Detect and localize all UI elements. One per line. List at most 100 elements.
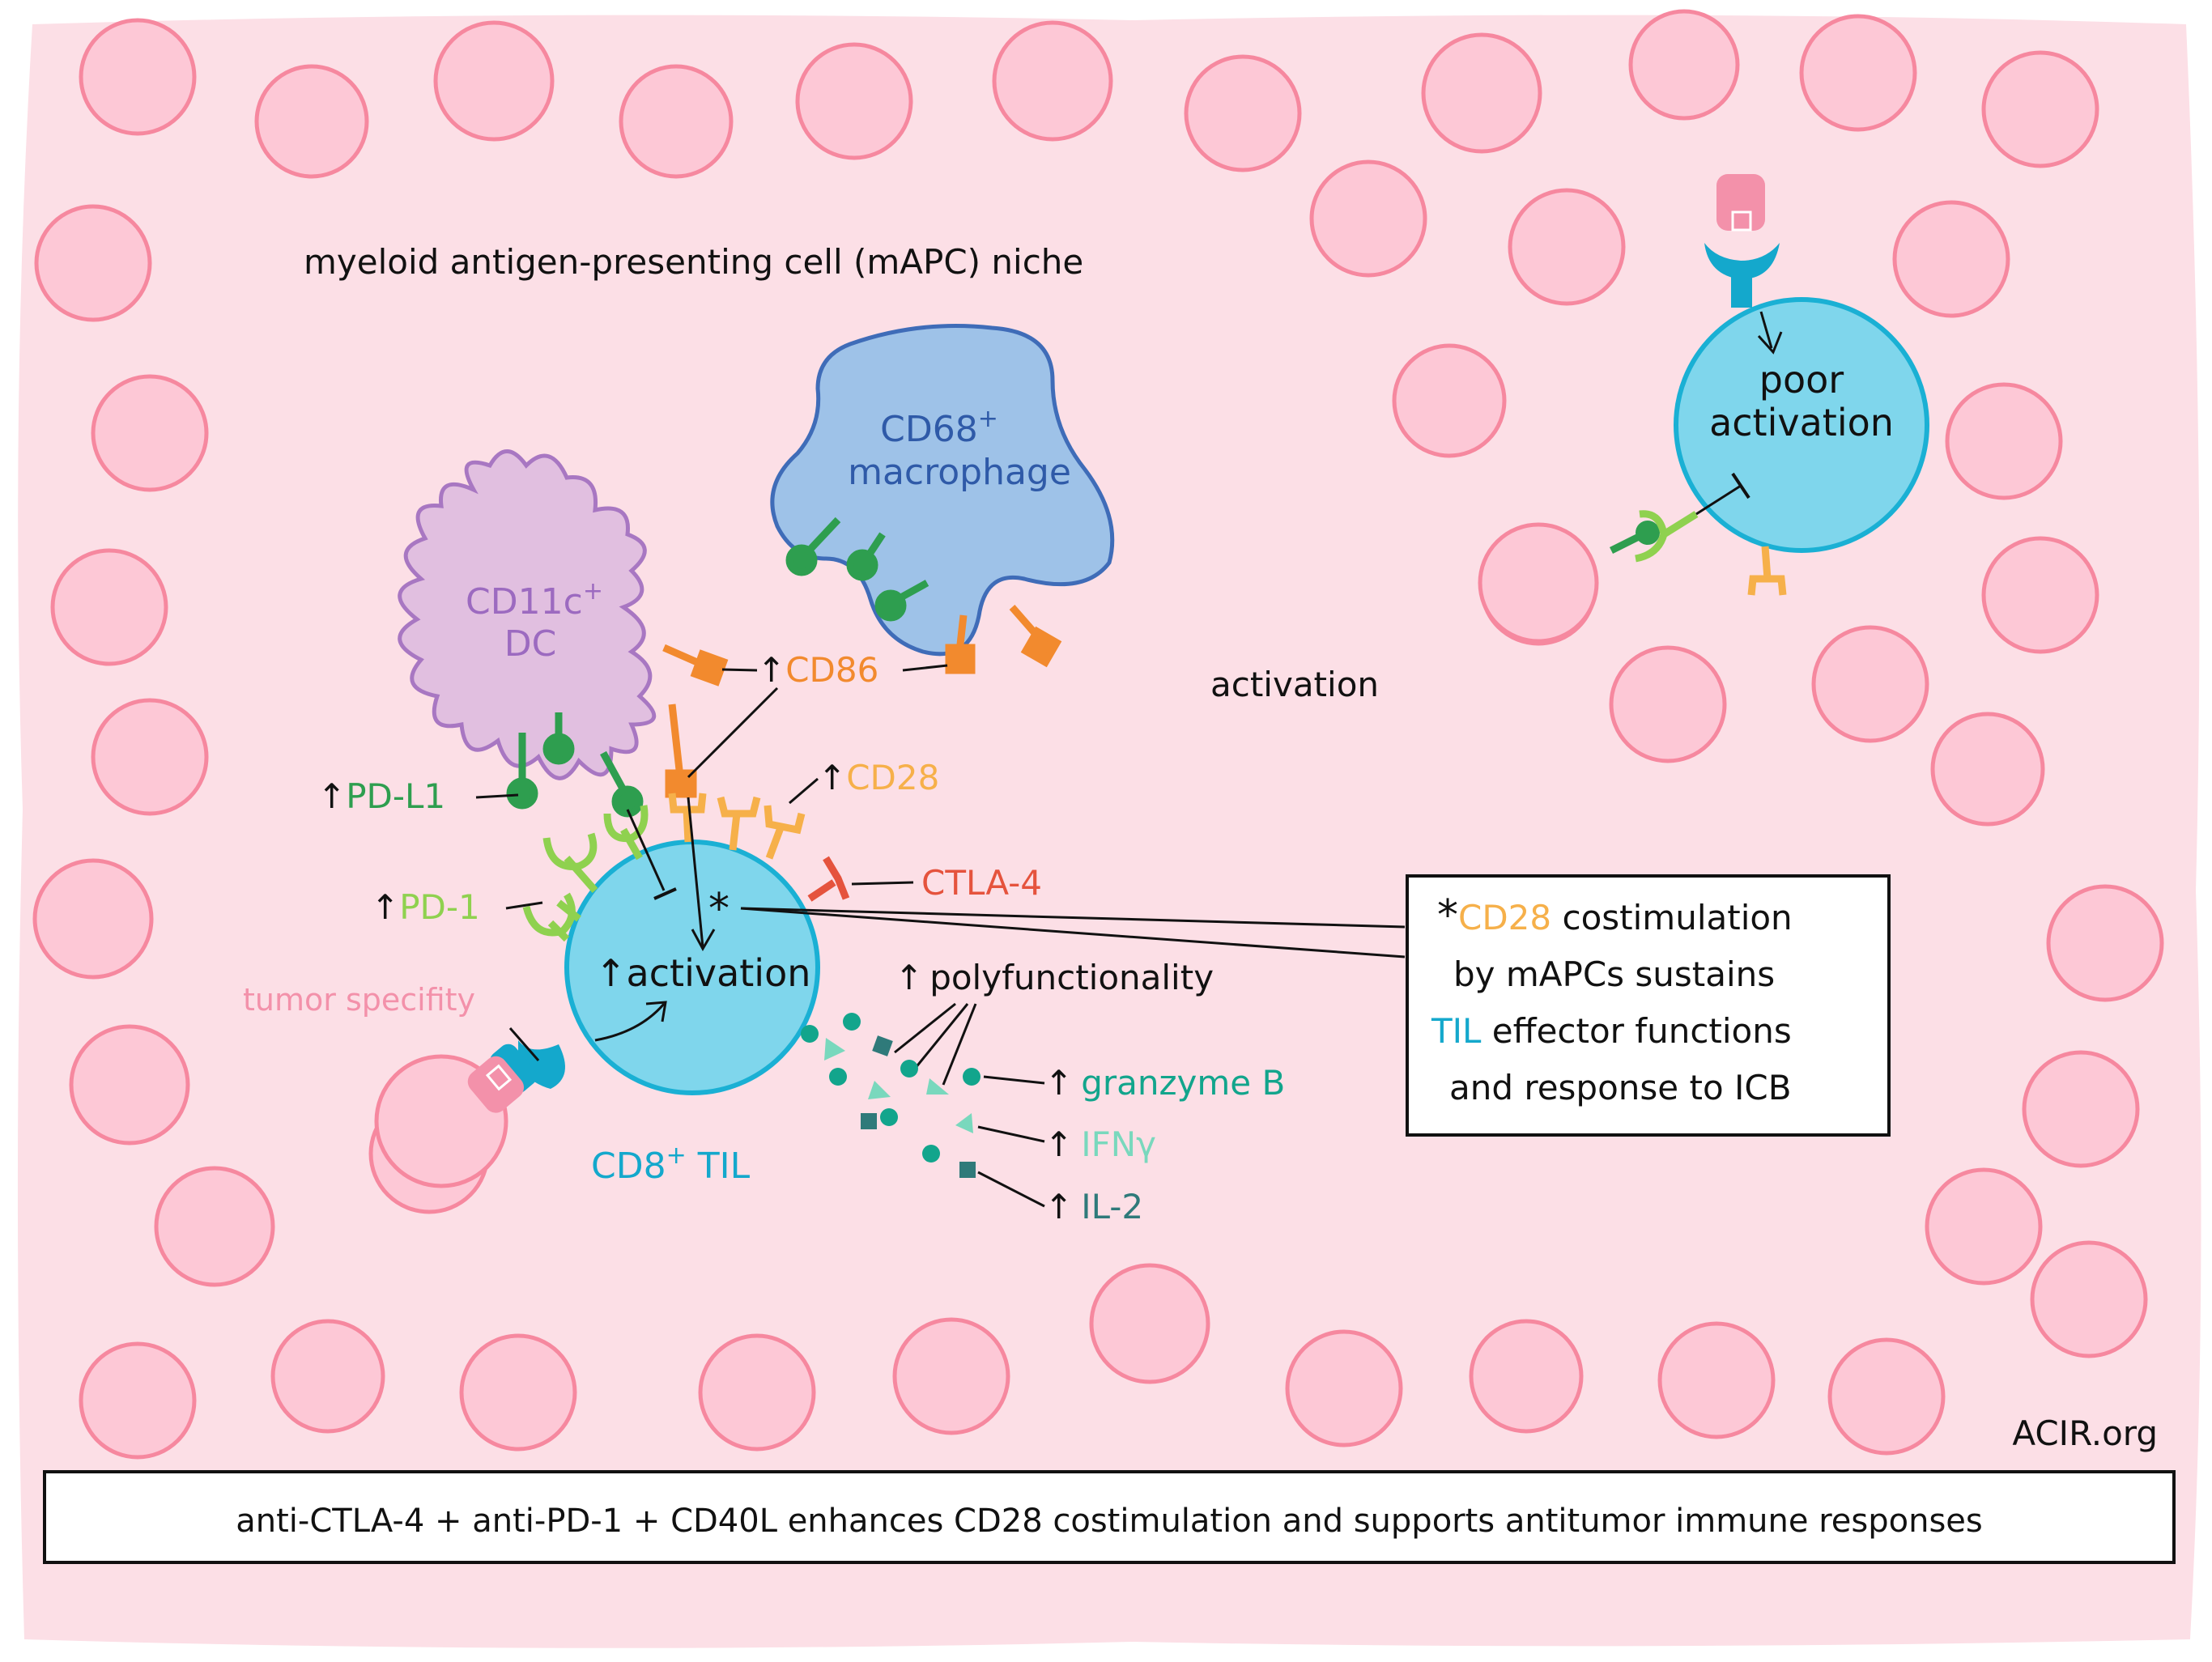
til-cd28-bound bbox=[668, 793, 707, 843]
ctla4-pointer bbox=[851, 881, 914, 886]
tumor-cell bbox=[32, 858, 154, 980]
ctla4-label: CTLA-4 bbox=[921, 863, 1042, 903]
cd86-arrowhead bbox=[691, 929, 716, 952]
tumor-cell bbox=[1799, 14, 1917, 132]
caption-box bbox=[43, 1470, 2176, 1564]
tumor-cell bbox=[2022, 1050, 2140, 1168]
tumor-cell bbox=[1981, 50, 2099, 168]
macrophage-pdl1 bbox=[785, 516, 929, 622]
tumor-cell bbox=[795, 42, 913, 160]
poor-tcr-arrowhead bbox=[1757, 331, 1783, 355]
cd28-pointer bbox=[789, 777, 819, 805]
ifng-label: ↑IFNγ bbox=[1044, 1124, 1156, 1164]
tumor-cell bbox=[433, 20, 555, 142]
note-pointer-bottom bbox=[740, 907, 1406, 959]
il2-label: ↑IL-2 bbox=[1044, 1187, 1143, 1226]
macrophage-cd86 bbox=[945, 605, 1062, 674]
tumor-cell bbox=[1508, 188, 1626, 306]
tumor-cell bbox=[892, 1317, 1010, 1435]
poor-cd28 bbox=[1747, 546, 1787, 596]
tcr-activation-arrow bbox=[594, 1003, 666, 1042]
tumor-cell bbox=[270, 1319, 385, 1434]
tumor-specificity-pointer bbox=[508, 1027, 540, 1061]
granzyme-pointer bbox=[983, 1075, 1045, 1085]
poor-tcr-arrow bbox=[1759, 311, 1773, 349]
tumor-cell bbox=[50, 548, 168, 666]
tumor-cell bbox=[619, 64, 734, 179]
poor-label-line1: poor bbox=[1759, 358, 1844, 402]
tumor-cell bbox=[79, 1341, 197, 1460]
dc-pdl1 bbox=[506, 712, 644, 818]
note-line2: by mAPCs sustains bbox=[1453, 954, 1775, 994]
tcr-arrowhead bbox=[645, 1001, 667, 1022]
cytokine-ifng-triangles bbox=[824, 1038, 973, 1133]
cd86-pointer-til bbox=[687, 686, 779, 779]
tumor-cell bbox=[1628, 9, 1740, 121]
cd28-label: ↑CD28 bbox=[818, 758, 939, 797]
tumor-cell bbox=[459, 1333, 577, 1452]
til-ctla4 bbox=[807, 856, 850, 902]
til-activation-label: ↑activation bbox=[595, 951, 810, 995]
tumor-cell-presenting-right bbox=[1478, 522, 1599, 644]
tumor-cell bbox=[992, 20, 1113, 142]
tissue-background bbox=[17, 15, 2201, 1648]
note-line4: and response to ICB bbox=[1449, 1068, 1792, 1107]
pdl1-label: ↑PD-L1 bbox=[317, 776, 445, 816]
tumor-cell bbox=[1184, 54, 1302, 172]
tumor-cell bbox=[1309, 159, 1427, 278]
tumor-specificity-label: tumor specifity bbox=[243, 982, 475, 1018]
poor-pd1-pdl1 bbox=[1609, 472, 1750, 563]
til-asterisk: * bbox=[708, 885, 730, 933]
tumor-cell bbox=[1089, 1263, 1210, 1384]
pdl1-bind-line bbox=[626, 809, 666, 891]
til-cd28 bbox=[717, 796, 806, 860]
cd86-pointer-mac bbox=[902, 664, 948, 672]
tumor-cell bbox=[91, 374, 209, 492]
tumor-cell bbox=[1469, 1319, 1584, 1434]
tumor-cell bbox=[1609, 645, 1727, 763]
note-line3: TIL effector functions bbox=[1431, 1011, 1792, 1051]
tumor-cell bbox=[1892, 200, 2010, 318]
til-pd1 bbox=[522, 805, 649, 942]
tumor-cell bbox=[1392, 343, 1507, 458]
note-box: *CD28 costimulation by mAPCs sustains TI… bbox=[1406, 874, 1891, 1137]
poor-til-tcr-mhc bbox=[1704, 174, 1780, 308]
tumor-cell bbox=[91, 698, 209, 816]
tumor-cell bbox=[1657, 1321, 1776, 1439]
tumor-cell bbox=[154, 1166, 275, 1287]
ifng-pointer bbox=[977, 1125, 1045, 1143]
cd86-label: ↑CD86 bbox=[757, 650, 878, 690]
tumor-cell bbox=[1981, 536, 2099, 654]
tumor-cell bbox=[34, 204, 152, 322]
dc-cd86 bbox=[662, 644, 729, 798]
tumor-cell bbox=[1930, 712, 2045, 827]
cd86-activate-arrow bbox=[687, 797, 704, 948]
tumor-cell bbox=[1945, 382, 2063, 500]
il2-pointer bbox=[977, 1171, 1045, 1208]
macrophage-label: CD68+ bbox=[880, 405, 998, 450]
caption-text: anti-CTLA-4 + anti-PD-1 + CD40L enhances… bbox=[236, 1503, 1982, 1540]
watermark: ACIR.org bbox=[2012, 1413, 2158, 1453]
tumor-cell bbox=[69, 1024, 190, 1146]
cd86-pointer-dc bbox=[721, 668, 758, 672]
tumor-cell bbox=[1925, 1167, 2043, 1286]
cytokine-granzyme-dots bbox=[801, 1013, 981, 1163]
tumor-cell bbox=[2030, 1240, 2148, 1358]
note-line1: *CD28 costimulation bbox=[1437, 891, 1793, 940]
note-pointer-top bbox=[740, 907, 1406, 929]
macrophage-label-line2: macrophage bbox=[848, 452, 1071, 493]
tumor-cell bbox=[2046, 884, 2164, 1002]
cytokine-il2-squares bbox=[861, 1035, 976, 1178]
tumor-cell bbox=[254, 64, 369, 179]
polyfunctionality-label: ↑polyfunctionality bbox=[895, 958, 1214, 997]
granzyme-label: ↑granzyme B bbox=[1044, 1063, 1285, 1103]
tumor-cell bbox=[1827, 1337, 1946, 1456]
activation-label-center: activation bbox=[1210, 665, 1379, 704]
tumor-cell bbox=[1421, 32, 1542, 154]
polyfunctionality-pointers bbox=[894, 1002, 977, 1086]
dc-label-line2: DC bbox=[504, 623, 557, 665]
pdl1-inhibit-bar bbox=[653, 887, 677, 900]
dc-label: CD11c+ bbox=[466, 577, 603, 623]
